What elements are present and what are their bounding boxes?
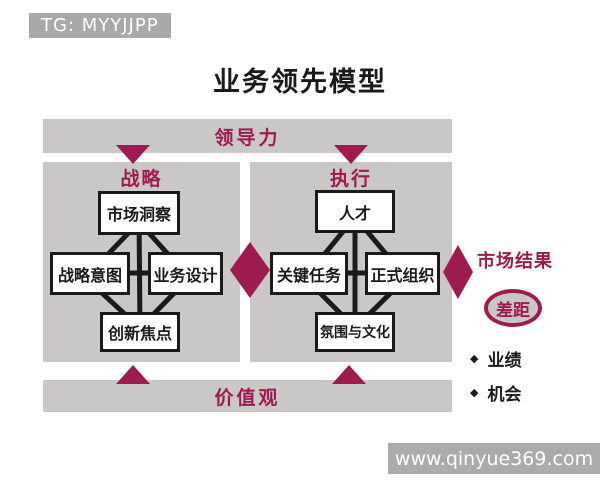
gap-ellipse: 差距 [484,289,542,327]
box-atmosphere-culture: 氛围与文化 [315,312,395,352]
box-business-design: 业务设计 [148,252,223,295]
strategy-label: 战略 [120,168,163,190]
execution-label: 执行 [329,168,372,190]
list-item: ◆ 业绩 [470,346,521,371]
site-watermark: www.qinyue369.com [388,443,600,474]
bullet-opportunity-label: 机会 [487,385,522,405]
result-bullet-list: ◆ 业绩 ◆ 机会 [470,346,521,405]
leadership-label: 领导力 [214,126,281,149]
tag-watermark-label: TG: MYYJJPP [29,13,171,38]
values-bar: 价值观 [43,380,452,412]
strategy-panel: 战略 市场洞察 战略意图 业务设计 创新焦点 [43,162,240,362]
box-innovation-focus: 创新焦点 [100,312,180,352]
box-formal-organization: 正式组织 [365,252,440,295]
box-market-insight: 市场洞察 [98,191,180,235]
diamond-bullet-icon: ◆ [470,386,479,399]
execution-panel: 执行 人才 关键任务 正式组织 氛围与文化 [250,162,452,362]
list-item: ◆ 机会 [470,380,521,405]
box-talent: 人才 [315,190,395,233]
leadership-bar: 领导力 [43,119,452,153]
page-title: 业务领先模型 [213,67,387,98]
bullet-performance-label: 业绩 [487,351,522,371]
diamond-bullet-icon: ◆ [470,352,479,365]
values-label: 价值观 [214,386,281,409]
market-result-label: 市场结果 [477,251,553,272]
box-strategic-intent: 战略意图 [50,252,130,295]
box-key-tasks: 关键任务 [270,252,348,295]
